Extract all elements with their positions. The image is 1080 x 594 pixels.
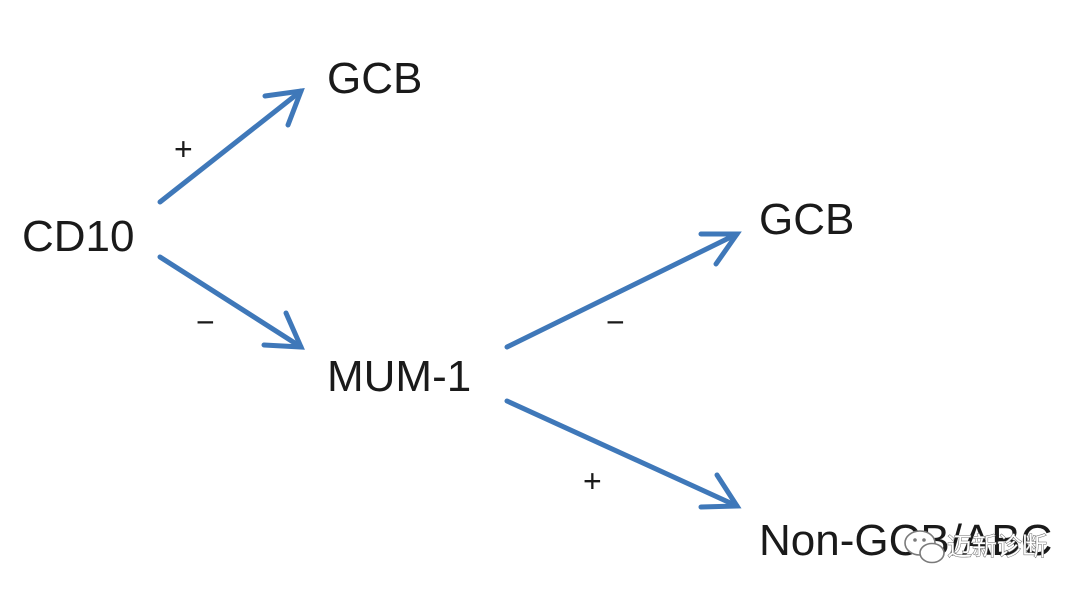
- edge-label-plus-cd10-gcb: +: [174, 131, 193, 167]
- edge-label-minus-cd10-mum1: −: [196, 304, 215, 340]
- node-gcb-right: GCB: [759, 195, 854, 244]
- node-mum1: MUM-1: [327, 352, 471, 401]
- wechat-bubble-icon: [904, 530, 945, 564]
- arrow-cd10-to-gcb: [157, 87, 305, 205]
- edge-label-minus-mum1-gcb: −: [606, 304, 625, 340]
- watermark: 迈新诊断: [904, 530, 1048, 564]
- arrow-cd10-to-mum1: [157, 254, 305, 350]
- edge-label-plus-mum1-non-gcb: +: [583, 463, 602, 499]
- arrow-mum1-to-non-gcb: [504, 398, 742, 510]
- node-cd10: CD10: [22, 212, 135, 261]
- node-gcb-top: GCB: [327, 54, 422, 103]
- arrow-mum1-to-gcb: [504, 231, 742, 350]
- watermark-text: 迈新诊断: [947, 532, 1047, 561]
